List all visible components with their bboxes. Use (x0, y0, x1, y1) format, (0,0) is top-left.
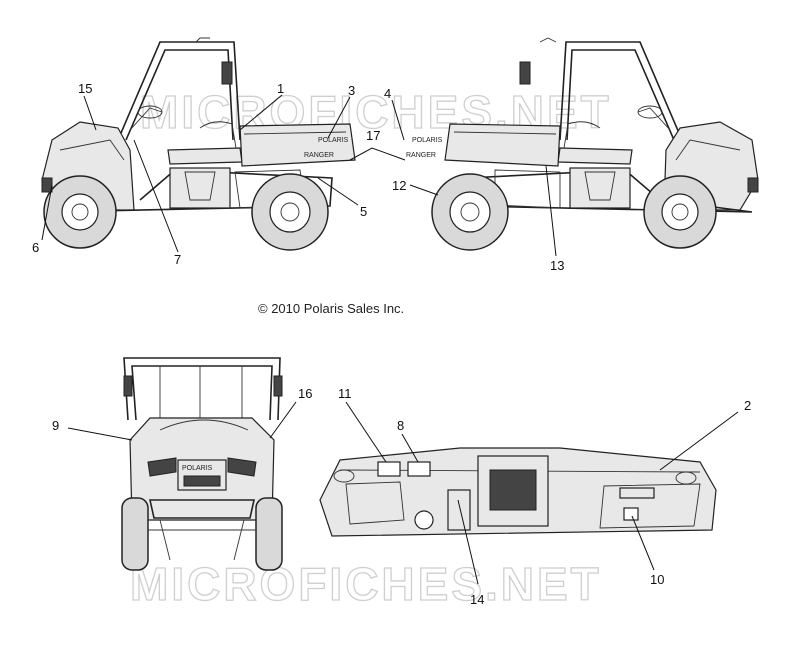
callout-1: 1 (277, 81, 284, 96)
left-box-brand-decal: POLARIS (318, 137, 349, 144)
left-side-view: POLARIS RANGER (41, 37, 356, 251)
callout-10: 10 (650, 572, 664, 587)
dashboard-view (319, 447, 717, 537)
callout-4: 4 (384, 86, 391, 101)
front-brand-decal: POLARIS (182, 465, 213, 472)
leader-lines (41, 94, 739, 585)
callout-2: 2 (744, 398, 751, 413)
callout-14: 14 (470, 592, 484, 607)
watermark-bottom: MICROFICHES.NET (130, 558, 602, 610)
right-side-view: POLARIS RANGER (406, 37, 759, 251)
copyright-notice: © 2010 Polaris Sales Inc. (258, 301, 404, 316)
callout-5: 5 (360, 204, 367, 219)
callout-7: 7 (174, 252, 181, 267)
callout-11: 11 (338, 386, 352, 401)
callout-8: 8 (397, 418, 404, 433)
front-right-tire (255, 497, 283, 571)
callout-17: 17 (366, 128, 380, 143)
right-box-brand-decal: POLARIS (412, 137, 443, 144)
right-box-model-decal: RANGER (406, 152, 436, 159)
callouts: 1 2 3 4 5 6 7 8 9 10 11 12 13 14 15 16 1… (32, 81, 751, 607)
front-left-tire (121, 497, 149, 571)
front-view: POLARIS (121, 357, 283, 571)
callout-6: 6 (32, 240, 39, 255)
callout-16: 16 (298, 386, 312, 401)
callout-15: 15 (78, 81, 92, 96)
left-box-model-decal: RANGER (304, 152, 334, 159)
decal-square-11 (377, 461, 401, 477)
callout-9: 9 (52, 418, 59, 433)
decal-square-8 (407, 461, 431, 477)
callout-13: 13 (550, 258, 564, 273)
callout-12: 12 (392, 178, 406, 193)
callout-3: 3 (348, 83, 355, 98)
decal-square-10 (623, 507, 639, 521)
